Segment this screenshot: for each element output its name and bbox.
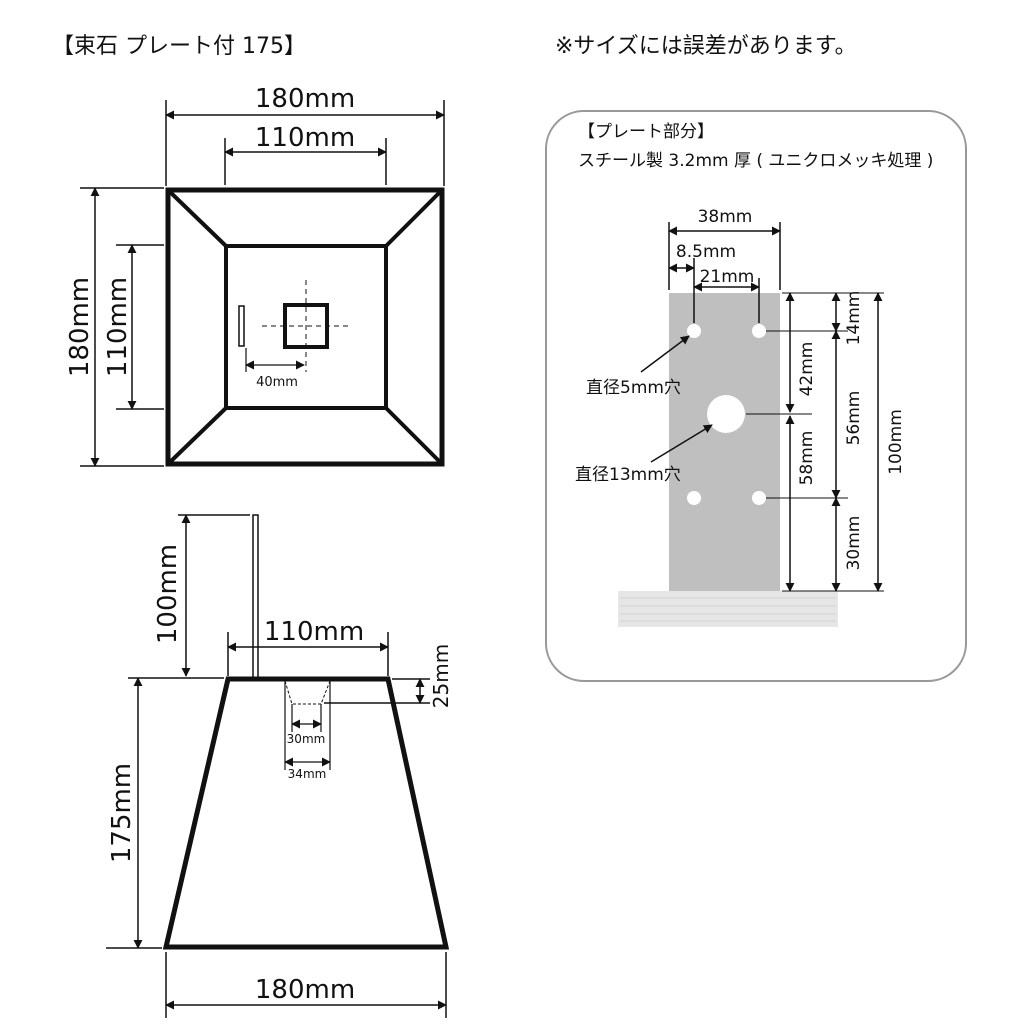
top-outer-height-label: 180mm: [65, 277, 95, 377]
hole-to-bottom-label: 30mm: [844, 516, 864, 571]
dim-top-outer-width: [165, 100, 445, 186]
side-top-width-label: 110mm: [264, 617, 364, 647]
plate-height-label: 100mm: [153, 544, 183, 644]
dim-side-bottom-width: [165, 952, 447, 1018]
top-view-inner-square: [224, 244, 388, 410]
center-hole: [707, 395, 745, 433]
dim-top-inner-width: [224, 138, 387, 185]
plate-panel-heading: 【プレート部分】: [578, 122, 714, 142]
hole-to-center-label: 42mm: [797, 342, 817, 397]
plate-detail-panel: 【プレート部分】 スチール製 3.2mm 厚 ( ユニクロメッキ処理 ) 38m…: [545, 110, 967, 682]
top-view-outer-square: [165, 187, 445, 467]
dim-recess-outer: [284, 681, 331, 770]
dim-recess-inner: [291, 704, 322, 732]
hole-leaders: [640, 335, 713, 463]
large-hole-label: 直径13mm穴: [575, 465, 681, 485]
top-inner-width-label: 110mm: [255, 123, 355, 153]
dim-top-inner-height: [116, 244, 164, 410]
dim-side-top-width: [227, 632, 389, 676]
dim-hole-spacing: [693, 278, 760, 323]
hole-span-label: 56mm: [844, 391, 864, 446]
bolt-hole-top-left: [687, 324, 701, 338]
dim-plate-height: [178, 514, 250, 677]
hole-spacing-label: 21mm: [700, 267, 755, 287]
center-to-hole-label: 58mm: [797, 431, 817, 486]
tolerance-note: ※サイズには誤差があります。: [555, 34, 857, 59]
recess-depth-label: 25mm: [429, 644, 453, 708]
top-to-hole-label: 14mm: [844, 291, 864, 346]
dim-top-outer-height: [80, 187, 164, 467]
total-height-label: 100mm: [886, 409, 906, 475]
ground-surface: [618, 591, 838, 627]
bolt-hole-top-right: [752, 324, 766, 338]
bolt-hole-bottom-right: [752, 491, 766, 505]
bolt-hole-bottom-left: [687, 491, 701, 505]
side-view-body: [162, 676, 450, 950]
top-view-plate-slot: [238, 305, 245, 347]
hole-offset-label: 8.5mm: [676, 242, 736, 262]
small-hole-label: 直径5mm穴: [586, 378, 681, 398]
dim-plate-width: [668, 222, 781, 290]
top-view-bevel-lines: [166, 188, 444, 466]
side-view-plate: [252, 514, 259, 681]
side-view: 100mm 110mm 25mm 30mm 34mm: [106, 514, 453, 1018]
plate-panel-material: スチール製 3.2mm 厚 ( ユニクロメッキ処理 ): [578, 151, 933, 171]
slot-offset-label: 40mm: [256, 375, 298, 390]
dim-column-inner: [785, 292, 883, 592]
top-view: 180mm 110mm 180mm 110mm 40mm: [65, 84, 445, 467]
plate-width-label: 38mm: [698, 207, 753, 227]
side-height-label: 175mm: [107, 763, 137, 863]
side-view-recess: [284, 680, 331, 705]
recess-inner-label: 30mm: [287, 732, 326, 746]
recess-outer-label: 34mm: [288, 767, 327, 781]
top-view-center-lines: [262, 280, 350, 372]
side-bottom-width-label: 180mm: [255, 975, 355, 1005]
dim-recess-depth: [324, 678, 430, 704]
dim-side-height: [106, 677, 224, 949]
page-title: 【束石 プレート付 175】: [52, 34, 306, 59]
ground-texture: [620, 597, 836, 622]
dim-slot-offset: [245, 348, 305, 372]
top-inner-height-label: 110mm: [103, 277, 133, 377]
top-outer-width-label: 180mm: [255, 84, 355, 114]
